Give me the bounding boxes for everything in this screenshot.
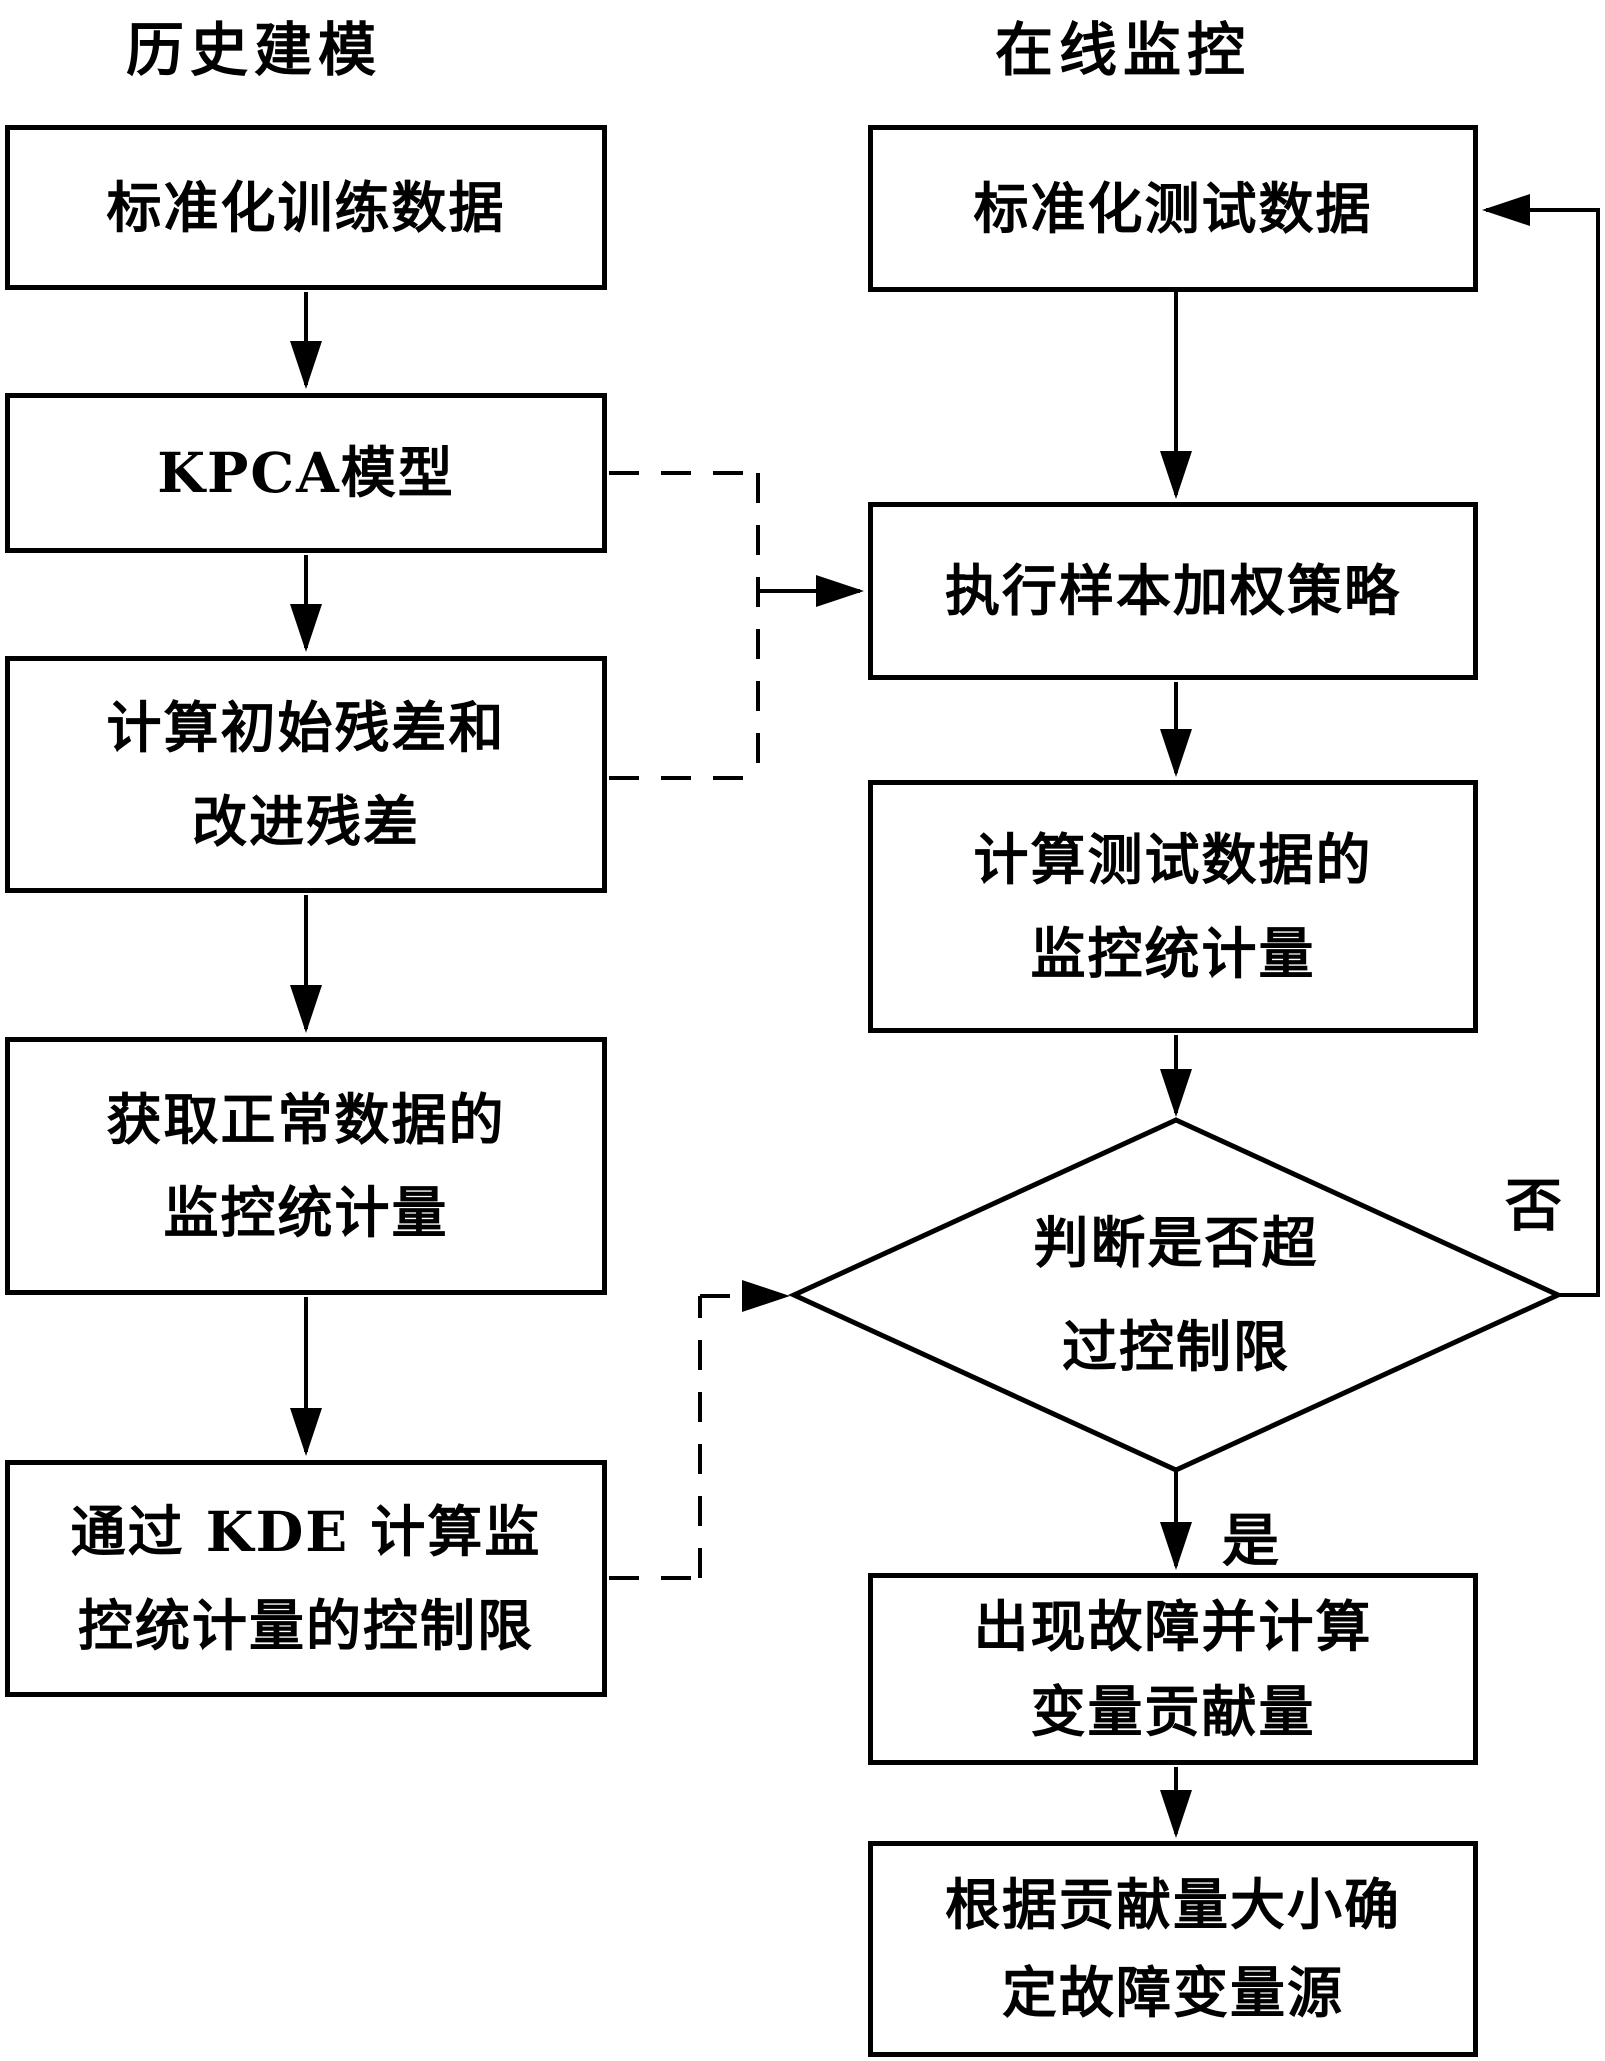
flow-box-fault-contribution-calculation: 出现故障并计算 变量贡献量	[868, 1573, 1478, 1765]
flow-box-test-data-monitoring-statistics: 计算测试数据的 监控统计量	[868, 780, 1478, 1033]
box-label-line: 标准化训练数据	[106, 174, 506, 240]
flow-box-sample-weighting-strategy: 执行样本加权策略	[868, 502, 1478, 680]
branch-label-yes: 是	[1222, 1507, 1279, 1574]
decision-label-line: 判断是否超	[1033, 1209, 1319, 1275]
branch-label-no: 否	[1505, 1172, 1562, 1239]
box-label-line: 计算初始残差和	[106, 695, 506, 760]
box-label-line: 改进残差	[191, 788, 420, 854]
box-label-line: 根据贡献量大小确	[944, 1872, 1401, 1937]
left-column-title: 历史建模	[126, 16, 383, 84]
flow-box-standardize-test-data: 标准化测试数据	[868, 125, 1478, 292]
box-label-line: 获取正常数据的	[106, 1086, 506, 1152]
flow-box-kpca-model: KPCA模型	[5, 393, 607, 553]
box-label-line: 定故障变量源	[1001, 1960, 1344, 2025]
box-label-line: 出现故障并计算	[973, 1593, 1373, 1659]
box-label-line: 计算测试数据的	[973, 827, 1373, 892]
right-column-title: 在线监控	[995, 16, 1252, 84]
box-label-line: 执行样本加权策略	[944, 558, 1401, 624]
box-label-line: 监控统计量	[163, 1180, 449, 1245]
box-label-line: 控统计量的控制限	[77, 1592, 534, 1658]
decision-label-line: 过控制限	[1061, 1314, 1290, 1379]
box-label-line: 标准化测试数据	[973, 175, 1373, 241]
decision-diamond-label: 判断是否超 过控制限	[794, 1120, 1558, 1470]
box-label-line: 变量贡献量	[1030, 1679, 1316, 1744]
box-label-line: KPCA模型	[157, 440, 455, 506]
box-label-line: 监控统计量	[1030, 920, 1316, 986]
flow-box-normal-data-monitoring-statistics: 获取正常数据的 监控统计量	[5, 1037, 607, 1295]
box-label-line: 通过 KDE 计算监	[70, 1499, 542, 1564]
flow-box-kde-control-limits: 通过 KDE 计算监 控统计量的控制限	[5, 1460, 607, 1697]
flow-box-standardize-training-data: 标准化训练数据	[5, 125, 607, 290]
feedback-loop-no-branch	[1482, 194, 1600, 1297]
flow-box-compute-initial-improved-residuals: 计算初始残差和 改进残差	[5, 656, 607, 893]
decision-diamond-shape	[787, 1117, 1565, 1473]
flow-box-identify-fault-variable-source: 根据贡献量大小确 定故障变量源	[868, 1841, 1478, 2057]
